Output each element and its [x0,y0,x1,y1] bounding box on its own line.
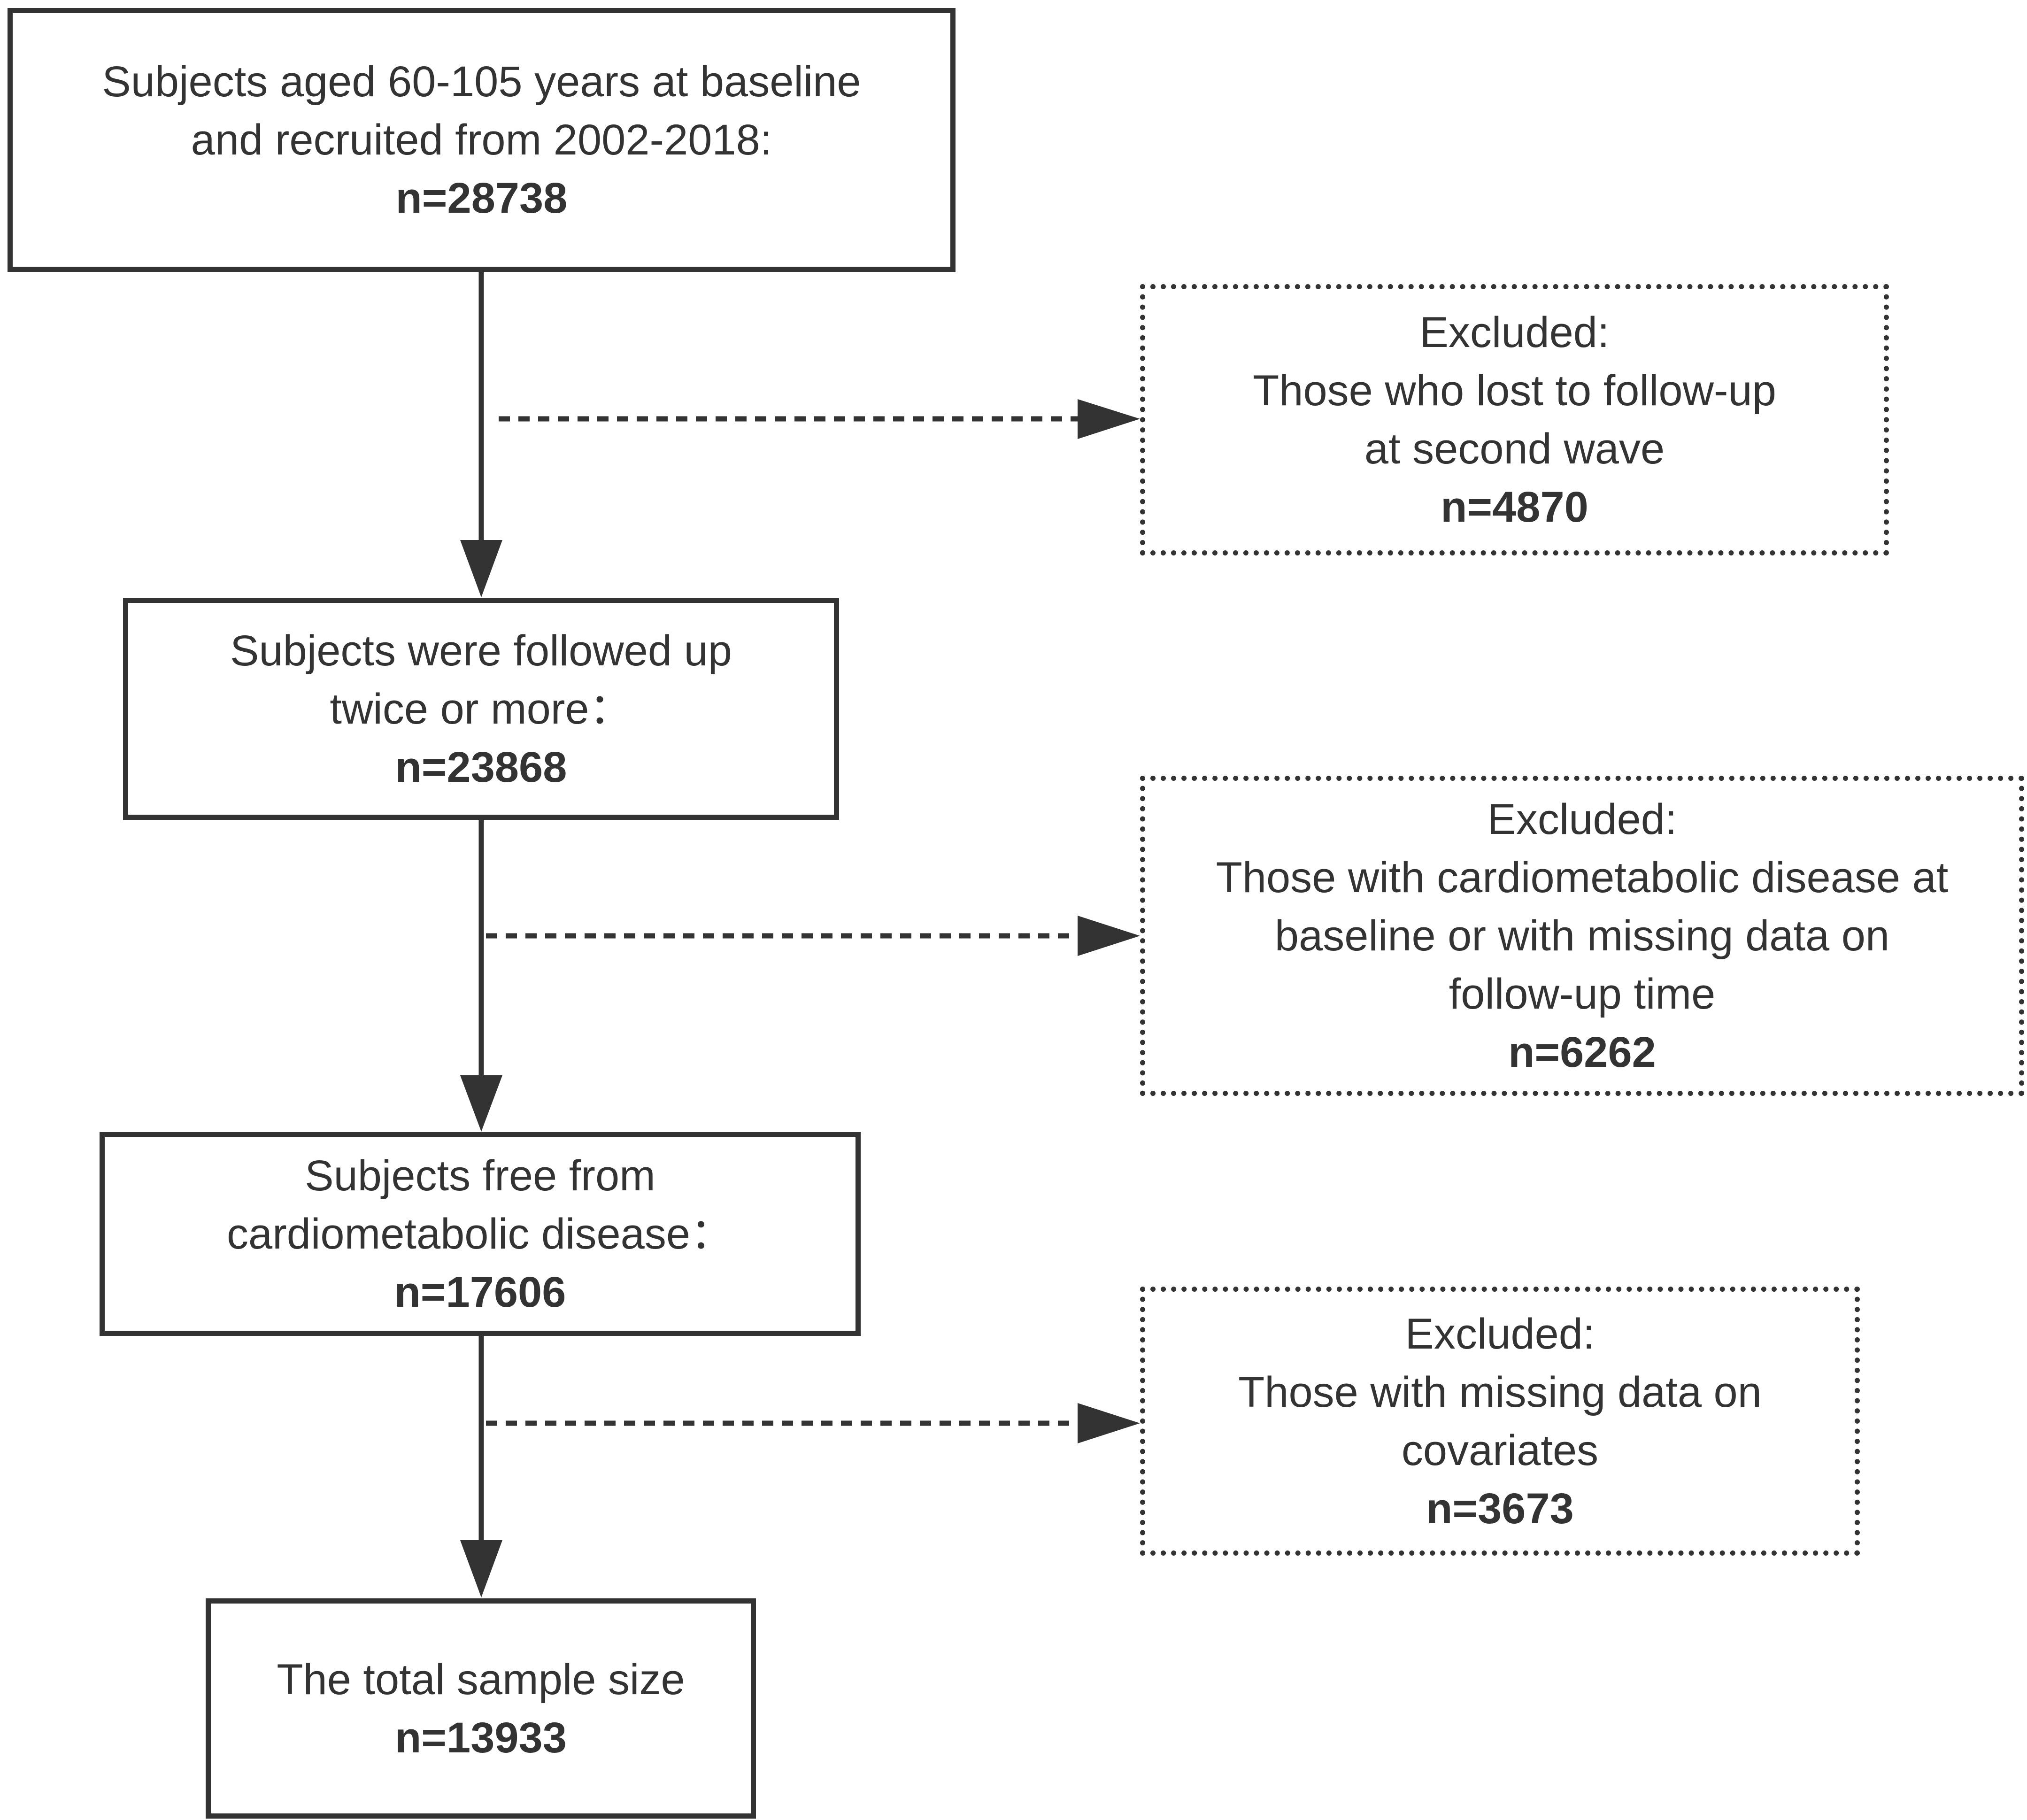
box-text-line: follow-up time [1449,970,1716,1018]
box-text-line: The total sample size [277,1655,685,1704]
box-count: n=28738 [395,174,568,222]
total-sample-box: The total sample size n=13933 [206,1598,756,1819]
exclusion-heading: Excluded: [1487,795,1677,843]
box-text-line: Subjects aged 60-105 years at baseline [102,58,861,106]
box-text-line: Those with missing data on [1238,1368,1762,1416]
exclusion-heading: Excluded: [1419,308,1610,356]
arrowhead-main-2 [460,540,502,597]
box-count: n=23868 [395,743,567,791]
arrowhead-main-3 [460,1075,502,1132]
exclusion-heading: Excluded: [1405,1310,1595,1358]
arrowhead-exclusion-1 [1078,399,1140,439]
box-text-line: Those who lost to follow-up [1253,367,1776,415]
box-count: n=3673 [1426,1484,1574,1533]
box-text-line: Those with cardiometabolic disease at [1216,854,1949,902]
box-text-line: twice or more： [330,685,632,733]
exclusion-box-baseline-disease: Excluded: Those with cardiometabolic dis… [1140,776,2024,1096]
box-count: n=13933 [395,1713,567,1762]
box-text-line: Subjects free from [305,1152,655,1200]
box-text-line: covariates [1401,1426,1599,1474]
arrowhead-main-4 [460,1540,502,1597]
arrowhead-exclusion-2 [1078,916,1140,956]
disease-free-subjects-box: Subjects free from cardiometabolic disea… [100,1132,861,1336]
followed-up-subjects-box: Subjects were followed up twice or more：… [123,598,839,820]
box-text-line: and recruited from 2002-2018: [191,116,772,164]
arrowhead-exclusion-3 [1078,1403,1140,1443]
box-count: n=4870 [1441,483,1588,531]
box-text-line: cardiometabolic disease： [227,1210,733,1258]
box-count: n=6262 [1508,1028,1656,1076]
box-text-line: baseline or with missing data on [1274,912,1890,960]
baseline-subjects-box: Subjects aged 60-105 years at baseline a… [8,8,956,272]
exclusion-box-missing-covariates: Excluded: Those with missing data on cov… [1140,1287,1860,1556]
exclusion-box-lost-to-follow-up: Excluded: Those who lost to follow-up at… [1140,284,1889,555]
box-text-line: Subjects were followed up [230,626,732,675]
box-count: n=17606 [394,1268,566,1316]
box-text-line: at second wave [1364,425,1665,473]
